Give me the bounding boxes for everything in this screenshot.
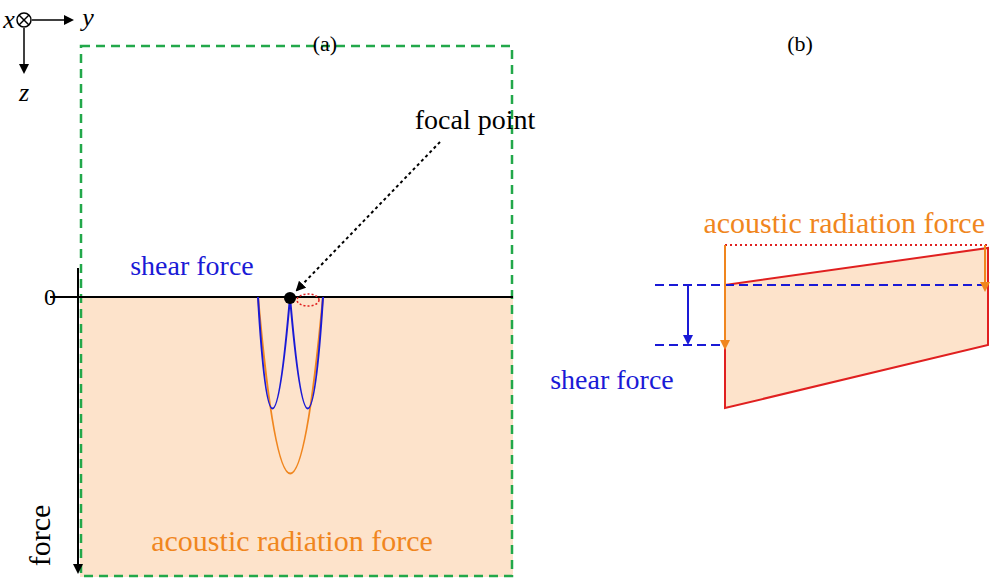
force-label: shear force <box>130 251 254 282</box>
element-marker <box>297 294 319 306</box>
leader-line <box>297 142 440 290</box>
shear-force-profile <box>258 297 323 409</box>
medium-region <box>80 297 513 577</box>
radiation-force-profile <box>258 297 323 474</box>
force-label: acoustic radiation force <box>151 524 433 557</box>
axis-label: z <box>19 79 29 108</box>
force-label: acoustic radiation force <box>703 206 985 239</box>
axis-label: y <box>82 4 94 33</box>
element-sketch <box>655 245 988 408</box>
force-label: shear force <box>550 365 674 396</box>
callout-label: focal point <box>415 105 536 136</box>
surface-line <box>50 296 513 298</box>
axis-title: force <box>24 504 57 566</box>
panel-label: (a) <box>313 32 337 56</box>
axis-label: x <box>3 6 15 35</box>
axis-value: 0 <box>44 284 56 310</box>
axis-symbol <box>17 13 72 72</box>
focal-dot <box>284 292 296 304</box>
force-axis <box>77 268 79 572</box>
panel-label: (b) <box>787 32 813 56</box>
